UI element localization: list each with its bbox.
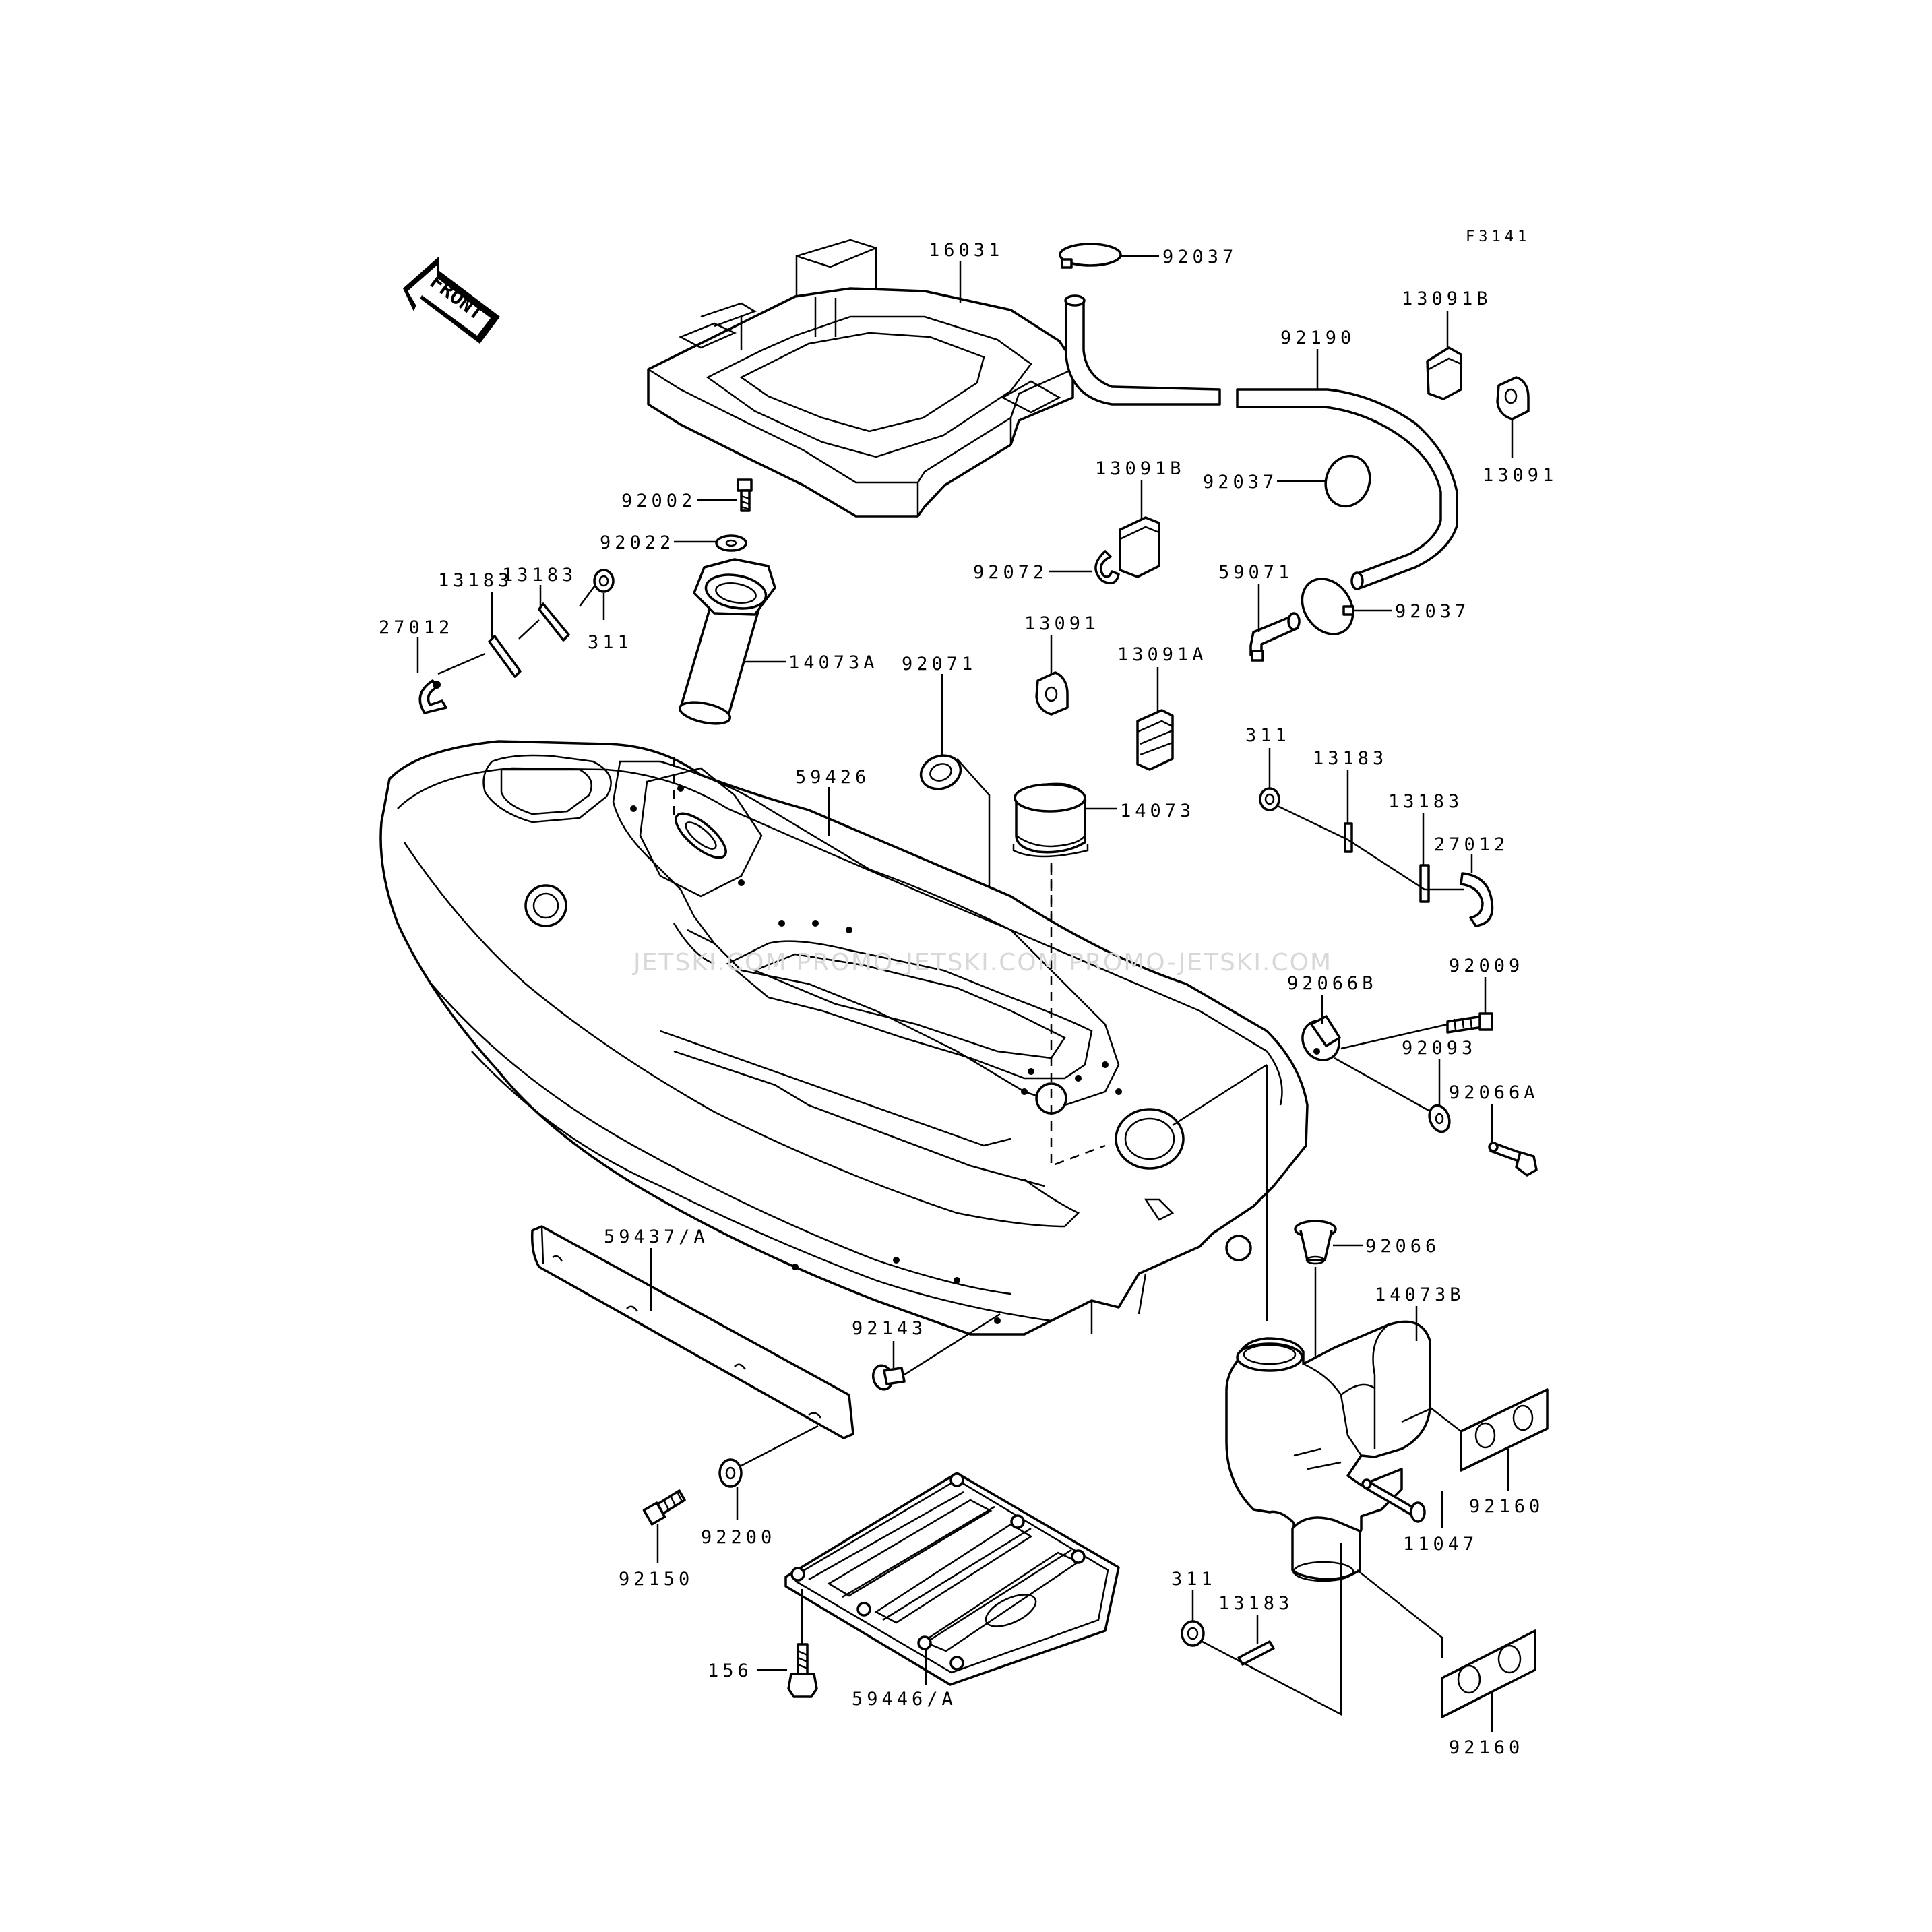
pump-cover-59446a bbox=[784, 1472, 1120, 1686]
hose-clamp-low-icon bbox=[1301, 578, 1354, 635]
plug-92066b-icon bbox=[1301, 1015, 1341, 1061]
bolt-92002-icon bbox=[737, 478, 753, 512]
washer-92200-icon bbox=[718, 1458, 743, 1488]
storage-tray-16031 bbox=[647, 239, 1074, 518]
clip-13091b-icon bbox=[1426, 346, 1462, 400]
label-92037-top: 92037 bbox=[1162, 247, 1237, 268]
label-11047: 11047 bbox=[1403, 1534, 1478, 1555]
washer-92093-icon bbox=[1428, 1104, 1451, 1133]
label-92143: 92143 bbox=[852, 1318, 927, 1339]
label-92022: 92022 bbox=[600, 532, 675, 553]
hose-clamp-icon bbox=[1059, 243, 1122, 269]
label-59071: 59071 bbox=[1218, 562, 1293, 583]
label-92037-low: 92037 bbox=[1395, 601, 1470, 622]
watermark: JETSKI.COM PROMO-JETSKI.COM PROMO-JETSKI… bbox=[632, 949, 1332, 976]
label-13091a: 13091A bbox=[1117, 644, 1208, 665]
label-92071: 92071 bbox=[902, 654, 976, 675]
clip-13091a-icon bbox=[1136, 709, 1174, 771]
label-13183-a: 13183 bbox=[502, 565, 577, 586]
label-59446a: 59446/A bbox=[852, 1689, 957, 1710]
label-311-left: 311 bbox=[588, 632, 633, 653]
plug-92066-icon bbox=[1294, 1220, 1337, 1265]
figure-id: F3141 bbox=[1466, 228, 1530, 245]
fitting-59071-icon bbox=[1249, 612, 1301, 662]
label-13183-c: 13183 bbox=[1313, 748, 1388, 769]
label-311-bottom: 311 bbox=[1171, 1569, 1216, 1590]
label-92066: 92066 bbox=[1365, 1236, 1440, 1257]
duct-14073 bbox=[1012, 782, 1089, 858]
duct-14073a bbox=[678, 558, 776, 725]
front-arrow-icon: FRONT bbox=[403, 256, 500, 344]
label-13183-b: 13183 bbox=[438, 570, 513, 591]
label-92066b: 92066B bbox=[1287, 973, 1377, 994]
label-14073a: 14073A bbox=[788, 652, 879, 673]
label-92200: 92200 bbox=[701, 1527, 776, 1548]
label-92093: 92093 bbox=[1402, 1038, 1476, 1059]
label-59437a: 59437/A bbox=[604, 1226, 709, 1247]
label-92072: 92072 bbox=[973, 562, 1048, 583]
label-16031: 16031 bbox=[929, 240, 1003, 261]
label-13183-d: 13183 bbox=[1388, 791, 1463, 812]
drain-bolt-92066a-icon bbox=[1488, 1142, 1538, 1177]
label-59426: 59426 bbox=[795, 767, 870, 788]
label-13091-right: 13091 bbox=[1483, 465, 1557, 486]
bolt-92009-icon bbox=[1446, 1012, 1493, 1034]
label-13183-bottom: 13183 bbox=[1218, 1593, 1293, 1614]
label-92002: 92002 bbox=[621, 491, 696, 511]
duct-14073b bbox=[1225, 1320, 1431, 1582]
clamp-92072-icon bbox=[1094, 550, 1120, 585]
label-92150: 92150 bbox=[619, 1569, 693, 1590]
label-92190: 92190 bbox=[1280, 328, 1355, 348]
grommet-92071-icon bbox=[919, 754, 962, 790]
label-92160-lower: 92160 bbox=[1449, 1737, 1524, 1758]
gasket-92160-upper bbox=[1460, 1388, 1549, 1472]
washer-92022-icon bbox=[715, 534, 747, 552]
label-27012-left: 27012 bbox=[379, 617, 454, 638]
label-14073: 14073 bbox=[1120, 801, 1195, 821]
clip-13091b-mid-icon bbox=[1119, 516, 1160, 578]
label-156: 156 bbox=[708, 1660, 753, 1681]
label-92009: 92009 bbox=[1449, 956, 1524, 976]
label-13091b-mid: 13091B bbox=[1095, 458, 1185, 479]
hull-59426 bbox=[379, 740, 1309, 1336]
label-13091b-top: 13091B bbox=[1402, 288, 1492, 309]
clip-13091-mid-icon bbox=[1035, 671, 1069, 716]
tie-group-right bbox=[1259, 787, 1494, 927]
side-rail-59437a bbox=[530, 1225, 854, 1439]
label-92037-mid: 92037 bbox=[1203, 472, 1278, 493]
vent-hose-92190 bbox=[1064, 294, 1458, 590]
label-311-right: 311 bbox=[1245, 725, 1290, 746]
label-92160-upper: 92160 bbox=[1469, 1496, 1544, 1517]
label-92066a: 92066A bbox=[1449, 1082, 1539, 1103]
hose-clamp-mid-icon bbox=[1324, 454, 1371, 508]
bolt-92150-icon bbox=[642, 1489, 686, 1526]
label-27012-right: 27012 bbox=[1434, 834, 1509, 855]
clip-13091-icon bbox=[1496, 376, 1530, 420]
bolt-156-icon bbox=[787, 1643, 818, 1698]
bolt-11047-icon bbox=[1361, 1478, 1426, 1523]
gasket-92160-lower bbox=[1441, 1629, 1536, 1718]
label-13091-mid: 13091 bbox=[1024, 613, 1099, 634]
rivet-92143-icon bbox=[871, 1364, 906, 1391]
tie-group-bottom bbox=[1181, 1620, 1275, 1666]
tie-group-left bbox=[418, 569, 615, 714]
label-14073b: 14073B bbox=[1375, 1284, 1465, 1305]
